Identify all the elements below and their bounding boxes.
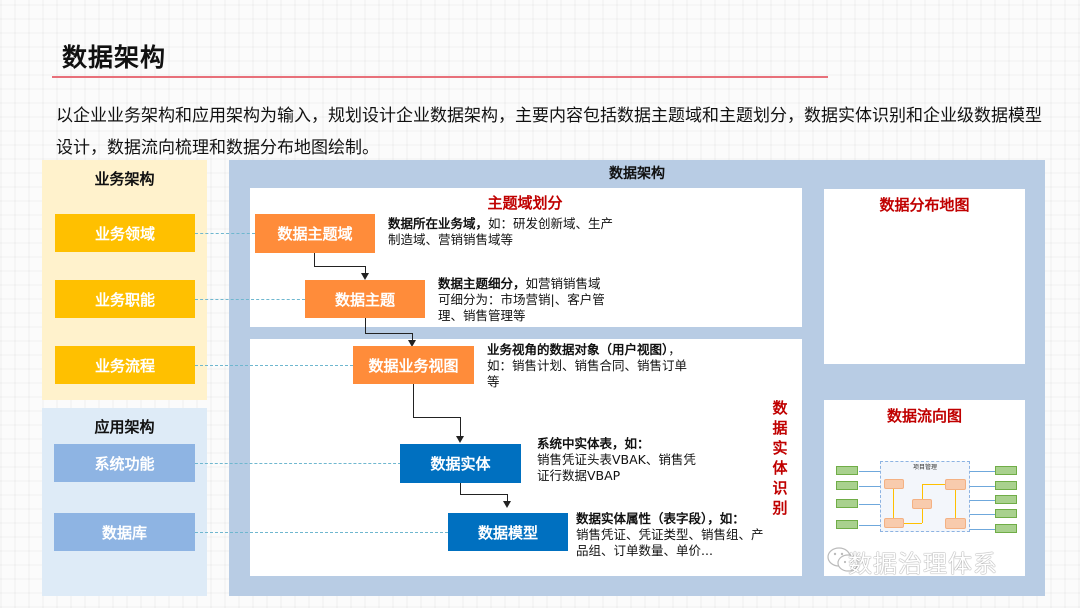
flow-line — [365, 333, 413, 334]
flow-line — [507, 494, 508, 501]
flow-node — [836, 499, 858, 508]
flow-connector — [922, 509, 923, 523]
flow-connector — [922, 484, 923, 499]
page-title: 数据架构 — [62, 43, 167, 72]
arrow-down-icon — [361, 273, 369, 280]
business-view-description: 业务视角的数据对象（用户视图），如：销售计划、销售合同、销售订单等 — [487, 342, 692, 390]
flow-line — [413, 384, 414, 418]
flow-connector — [859, 525, 880, 526]
vertical-char: 实 — [772, 439, 788, 457]
flow-line — [314, 253, 315, 266]
flow-node — [995, 509, 1017, 518]
flow-node — [995, 481, 1017, 490]
title-underline — [52, 76, 828, 78]
data-architecture-title: 数据架构 — [609, 166, 665, 182]
data-model-desc-text: 销售凭证、凭证类型、销售组、产品组、订单数量、单价... — [576, 527, 764, 558]
vertical-char: 数 — [772, 399, 788, 417]
flow-connector — [859, 471, 880, 472]
flow-line — [365, 318, 366, 333]
flow-connector — [922, 484, 945, 485]
vertical-char: 体 — [772, 459, 788, 477]
flow-line — [365, 266, 366, 273]
subject-box[interactable]: 数据主题 — [305, 280, 425, 318]
connector-database — [195, 532, 448, 533]
data-entity-description: 系统中实体表，如：销售凭证头表VBAK、销售凭证行数据VBAP — [537, 436, 707, 484]
flow-connector — [970, 514, 995, 515]
data-model-desc-bold: 数据实体属性（表字段），如： — [576, 511, 745, 526]
flow-node — [912, 499, 932, 509]
flow-connector — [893, 489, 894, 518]
flow-connector — [859, 486, 880, 487]
flow-connector — [859, 504, 880, 505]
business-view-box[interactable]: 数据业务视图 — [353, 346, 474, 384]
vertical-char: 别 — [772, 499, 788, 517]
flow-node — [995, 466, 1017, 475]
intro-paragraph: 以企业业务架构和应用架构为输入，规划设计企业数据架构，主要内容包括数据主题域和主… — [56, 106, 1042, 158]
subject-description: 数据主题细分，如营销销售域可细分为：市场营销|、客户管理、销售管理等 — [438, 276, 613, 324]
flow-node — [836, 520, 858, 529]
flow-connector — [904, 523, 922, 524]
data-model-description: 数据实体属性（表字段），如：销售凭证、凭证类型、销售组、产品组、订单数量、单价.… — [576, 511, 766, 559]
distribution-map-panel: 数据分布地图 — [824, 189, 1025, 364]
connector-business-process — [195, 365, 353, 366]
flow-line — [413, 417, 461, 418]
vertical-char: 识 — [772, 479, 788, 497]
business-domain-box[interactable]: 业务领域 — [55, 214, 195, 252]
flow-node — [836, 466, 858, 475]
flow-connector — [970, 486, 995, 487]
subject-area-title: 主题域划分 — [487, 194, 563, 212]
arrow-down-icon — [456, 436, 464, 443]
subject-desc-text: 如营销销售域可细分为：市场营销|、客户管理、销售管理等 — [438, 276, 605, 323]
flow-node — [945, 518, 966, 529]
arrow-down-icon — [503, 501, 511, 508]
flow-line — [412, 333, 413, 341]
flow-node — [884, 518, 904, 528]
system-function-box[interactable]: 系统功能 — [54, 444, 195, 482]
wechat-icon — [827, 547, 859, 572]
data-model-box[interactable]: 数据模型 — [448, 513, 568, 551]
flow-node — [884, 479, 904, 489]
flow-node — [836, 481, 858, 490]
flow-center-label: 项目管理 — [912, 464, 937, 471]
flow-line — [460, 483, 461, 495]
connector-business-function — [195, 299, 305, 300]
business-view-desc-bold: 业务视角的数据对象（用户视图） — [487, 342, 669, 357]
application-architecture-title: 应用架构 — [94, 418, 155, 436]
flow-diagram-title: 数据流向图 — [886, 407, 962, 425]
connector-system-function — [195, 463, 401, 464]
flow-line — [460, 417, 461, 436]
flow-connector — [970, 529, 995, 530]
flow-node — [995, 495, 1017, 504]
connector-business-domain — [195, 233, 255, 234]
business-function-box[interactable]: 业务职能 — [55, 280, 195, 318]
flow-connector — [970, 500, 995, 501]
subject-desc-bold: 数据主题细分， — [438, 276, 526, 291]
subject-domain-desc-bold: 数据所在业务域， — [388, 216, 489, 231]
subject-domain-desc-text: 如：研发创新域、生产制造域、营销销售域等 — [388, 216, 614, 247]
application-architecture-panel: 应用架构 — [42, 408, 207, 596]
business-architecture-title: 业务架构 — [94, 170, 155, 188]
flow-line — [460, 494, 508, 495]
flow-connector — [955, 490, 956, 518]
flow-node — [995, 524, 1017, 533]
data-entity-desc-bold: 系统中实体表，如： — [537, 436, 650, 451]
subject-domain-description: 数据所在业务域，如：研发创新域、生产制造域、营销销售域等 — [388, 216, 618, 248]
vertical-char: 据 — [772, 419, 788, 437]
arrow-down-icon — [408, 340, 416, 347]
data-entity-desc-text: 销售凭证头表VBAK、销售凭证行数据VBAP — [537, 452, 696, 483]
flow-line — [314, 266, 366, 267]
business-view-desc-text: ，如：销售计划、销售合同、销售订单等 — [487, 342, 688, 389]
watermark-text: 数据治理体系 — [848, 550, 998, 578]
database-box[interactable]: 数据库 — [54, 513, 195, 551]
flow-node — [945, 479, 966, 490]
data-entity-box[interactable]: 数据实体 — [400, 444, 521, 483]
business-process-box[interactable]: 业务流程 — [55, 346, 195, 384]
subject-domain-box[interactable]: 数据主题域 — [255, 214, 375, 253]
flow-connector — [970, 471, 995, 472]
entity-identification-title: 数 据 实 体 识 别 — [770, 398, 790, 518]
distribution-map-title: 数据分布地图 — [879, 196, 970, 214]
